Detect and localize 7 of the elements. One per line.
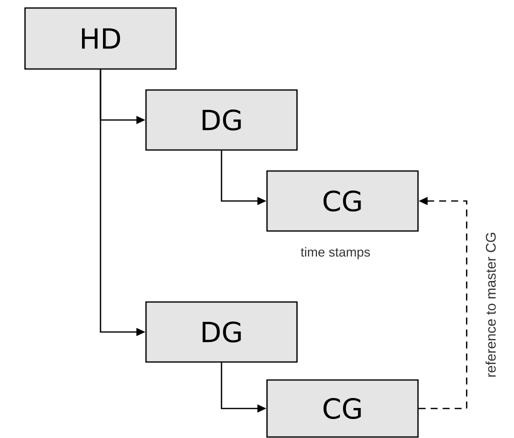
process-box: DG — [145, 89, 298, 151]
process-box: HD — [24, 7, 177, 70]
process-box: CG — [266, 379, 419, 438]
process-box: DG — [145, 301, 298, 363]
edge-label: reference to master CG — [486, 232, 496, 377]
node-label: time stamps — [300, 247, 370, 260]
process-box: CG — [266, 170, 419, 232]
